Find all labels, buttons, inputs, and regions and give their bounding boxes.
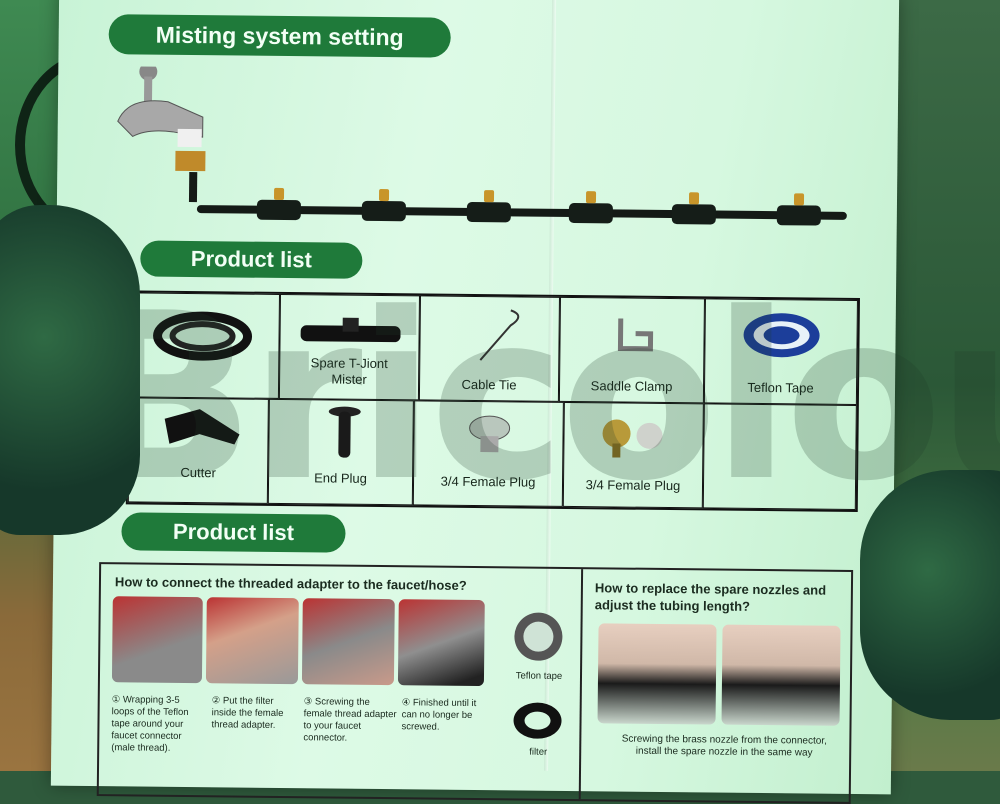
t-connector-6 [776,205,821,226]
left-question: How to connect the threaded adapter to t… [114,574,467,593]
teflon-tape-icon [743,313,820,358]
t-connector-1 [256,199,301,221]
cable-tie-icon [479,309,520,361]
brass-nozzle-icon [602,419,663,458]
faucet-icon [117,66,206,172]
product-cell: Cable Tie [418,295,560,402]
step-text-4: ④ Finished until it can no longer be scr… [401,697,477,733]
step-text-2: ② Put the filter inside the female threa… [211,695,284,731]
right-caption: Screwing the brass nozzle from the conne… [621,733,827,759]
step-image-4 [397,599,485,687]
step-text-1: ① Wrapping 3-5 loops of the Teflon tape … [111,694,189,754]
product-cell: 3/4 Female Plug [412,400,564,507]
product-cell: Spare T-Jiont Mister [278,293,420,401]
product-cell: 3/4 Female Plug [562,401,704,509]
misting-diagram [117,66,206,203]
saddle-clamp-icon [617,318,654,352]
header-title-pill: Misting system setting [108,14,451,58]
nozzle-step-image-2 [721,624,841,726]
product-cell: Saddle Clamp [558,296,705,404]
right-glove [860,470,1000,720]
teflon-tape-label: Teflon tape [515,670,563,682]
step-text-3: ③ Screwing the female thread adapter to … [303,696,397,744]
connection-guide: How to connect the threaded adapter to t… [96,562,854,804]
cutter-icon [164,409,240,445]
t-connector-4 [568,202,613,224]
teflon-tape-side-icon [514,612,563,661]
t-connector-5 [671,204,716,225]
tubing-coil-icon [153,311,253,361]
product-grid: Spare T-Jiont Mister Cable Tie Saddle Cl… [125,290,860,513]
t-connector-2 [361,200,406,222]
step-image-3 [301,598,395,686]
step-image-2 [205,597,299,685]
t-connector-icon [300,317,401,343]
product-cell [128,292,280,399]
step-image-1 [111,596,203,684]
left-glove [0,205,140,535]
product-cell: Teflon Tape [703,298,858,405]
t-connector-3 [466,201,511,223]
female-plug-icon [469,415,511,453]
product-cell: End Plug [267,398,414,506]
end-plug-icon [328,406,361,458]
nozzle-step-image-1 [597,623,717,725]
product-cell: Cutter [127,397,269,504]
filter-icon [513,702,562,739]
right-question: How to replace the spare nozzles and adj… [594,580,827,614]
header-title: Misting system setting [155,21,404,50]
instruction-sheet: Misting system setting Product list [50,0,900,804]
filter-label: filter [529,746,548,758]
watermark: Bricolou.com [80,265,1000,532]
section-divider [578,569,584,800]
